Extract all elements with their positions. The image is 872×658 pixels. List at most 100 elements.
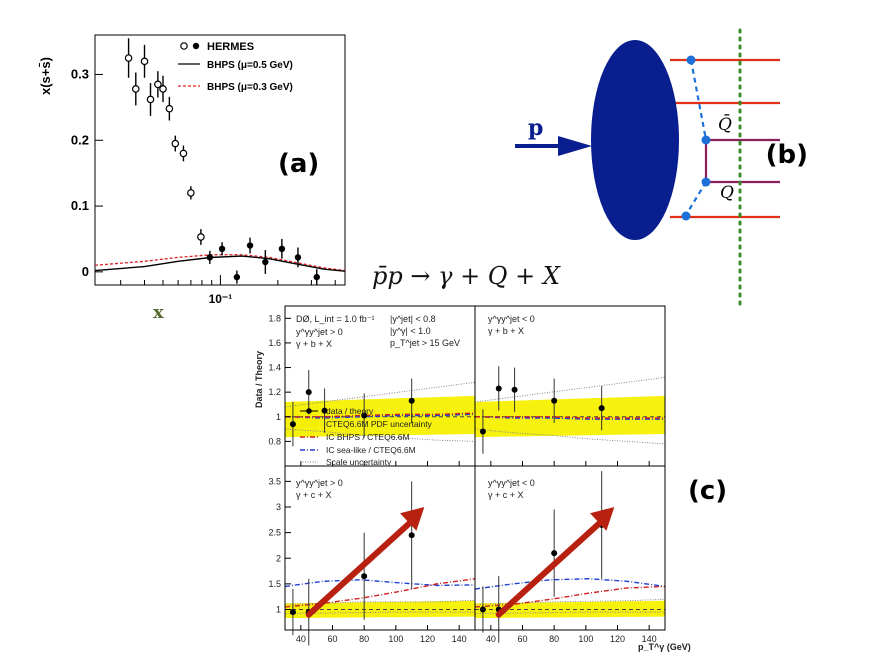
hermes-open-point [146,95,155,104]
panel-c-chart: Data / Theory 0.811.21.41.61.811.522.533… [254,305,691,652]
legend-hermes-open-marker [180,42,188,50]
x-tick-label: 80 [359,634,369,644]
y-tick-label: 0.3 [71,66,89,81]
scale-uncertainty-lo [284,611,475,615]
legend-bhps05-label: BHPS (μ=0.5 GeV) [207,60,293,71]
y-tick-label: 2 [276,553,281,563]
panel-c-ylabel: Data / Theory [254,351,264,408]
bhps-03-curve [94,254,346,272]
reaction-formula: p̄p → γ + Q + X [372,262,560,290]
hermes-open-point [197,233,205,241]
legend-data-label: data / theory [326,406,374,416]
legend-band-label: CTEQ6.6M PDF uncertainty [326,419,433,429]
hermes-open-point [171,139,180,148]
scale-uncertainty-lo [474,611,665,615]
x-tick-label: 120 [420,634,435,644]
data-point [551,550,558,557]
ic-sea-curve [284,413,476,419]
br-cut: y^γy^jet < 0 [488,478,535,488]
trend-arrow-head [400,507,425,531]
panel-c-xlabel: p_T^γ (GeV) [638,642,691,652]
bl-proc: γ + c + X [296,490,332,500]
ic-sea-curve [474,578,666,590]
tl-cut: y^γy^jet > 0 [296,327,343,337]
trend-arrow-head [590,507,615,531]
hermes-open-point [140,57,149,66]
scale-uncertainty-lo [284,428,476,442]
data-point [495,385,502,392]
hermes-filled-point [294,254,302,261]
scale-uncertainty-hi [474,598,666,605]
data-point [408,532,415,539]
panel-b-diagram: p Q̄ Q (b) [515,28,808,312]
y-tick-label: 0 [82,264,89,279]
data-point [598,405,605,412]
tl-proc: γ + b + X [296,339,332,349]
x-tick-label: 120 [610,634,625,644]
trend-arrow-shaft [305,514,420,618]
data-point [511,386,518,393]
data-point [321,407,328,414]
x-tick-label: 60 [517,634,527,644]
hermes-open-point [187,189,195,197]
panel-a-xlabel: x [153,302,164,323]
x-tick-label: 60 [327,634,337,644]
x-tick-label: 40 [486,634,496,644]
info-ygamma: |y^γ| < 1.0 [390,326,431,336]
ic-bhps-curve [475,416,665,419]
legend-band-swatch [300,419,318,427]
proton-blob [591,40,679,240]
qbar-label: Q̄ [718,113,732,135]
info-experiment: DØ, L_int = 1.0 fb⁻¹ [296,314,375,324]
vertex-dot [701,177,711,187]
data-point [305,389,312,396]
data-point [361,573,368,580]
hermes-filled-point [278,245,286,253]
bhps-05-curve [94,255,346,272]
ic-bhps-curve [285,412,476,418]
panel-c-letter: (c) [688,476,728,506]
scale-uncertainty-hi [284,599,476,605]
hermes-open-point [159,85,167,93]
proton-label: p [528,115,543,141]
y-tick-label: 1.6 [268,338,281,348]
ic-sea-curve [284,579,476,588]
y-tick-label: 2.5 [268,528,281,538]
panel-a-chart: 00.10.20.3 10⁻¹ HERMES BHPS (μ=0.5 GeV) … [38,34,346,323]
y-tick-label: 3 [276,502,281,512]
x-tick-label: 100 [388,634,403,644]
hermes-filled-point [233,273,241,281]
y-tick-label: 1 [276,605,281,615]
hermes-open-point [165,104,174,113]
x-tick-label: 40 [296,634,306,644]
legend-data-marker [306,408,312,414]
info-ptjet: p_T^jet > 15 GeV [390,338,460,348]
legend-hermes-filled-marker [192,42,200,50]
y-tick-label: 1.2 [268,387,281,397]
legend-bhps-label: IC BHPS / CTEQ6.6M [326,432,410,442]
x-tick-label: 140 [452,634,467,644]
data-point [551,397,558,404]
hermes-filled-point [246,242,254,249]
hermes-open-point [124,54,133,62]
hermes-open-point [179,149,188,158]
vertex-dot [686,55,696,65]
legend-bhps03-label: BHPS (μ=0.3 GeV) [207,82,293,93]
data-point [289,421,296,428]
y-tick-label: 3.5 [268,476,281,486]
x-tick-label: 10⁻¹ [209,292,233,306]
subpanel-frame [474,465,666,631]
x-tick-label: 100 [578,634,593,644]
y-tick-label: 1.8 [268,313,281,323]
ic-sea-curve [474,416,665,420]
hermes-open-point [131,85,140,93]
y-tick-label: 1.5 [268,579,281,589]
q-label: Q [720,183,734,203]
proton-arrow-head [558,136,592,156]
panel-a-ylabel: x(s+s̄) [38,57,53,95]
panel-a-letter: (a) [278,149,319,179]
hermes-filled-point [262,258,269,266]
trend-arrow-shaft [495,514,610,618]
br-proc: γ + c + X [488,490,524,500]
vertex-dot [701,135,711,145]
